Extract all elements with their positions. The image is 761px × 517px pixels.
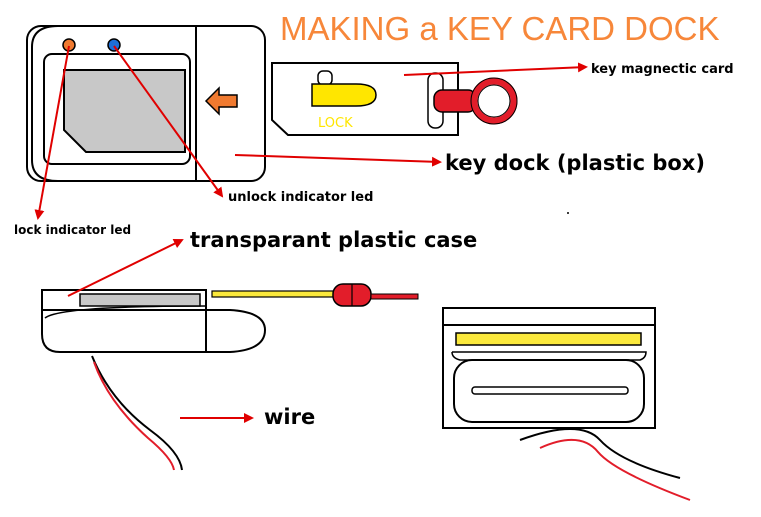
dock-side-view [41,283,419,471]
arrow-unlock-led [113,45,224,198]
key-fob-clip [433,89,477,113]
arrow-key-card [403,62,588,76]
arrow-plastic-case [67,239,184,297]
card-entry-slit [471,386,629,395]
key-dock-front-view [26,25,266,182]
inserted-card-panel [63,69,186,153]
label-lock-led: lock indicator led [14,223,132,237]
side-wire-black [91,355,183,471]
arrow-lock-led [34,45,70,220]
front-card-strip [455,332,642,346]
label-wire: wire [264,405,316,429]
insert-direction-arrow-icon [204,86,238,116]
label-key-dock: key dock (plastic box) [445,151,705,175]
label-plastic-case: transparant plastic case [190,228,478,252]
side-wire-red [93,361,175,471]
diagram-title: MAKING a KEY CARD DOCK [280,10,720,47]
front-wire-red [539,438,691,501]
side-key-card [211,290,353,298]
key-card-drawing [271,62,518,136]
front-wire-black [519,428,681,479]
label-key-card: key magnectic card [591,62,734,77]
padlock-label: LOCK [318,116,353,131]
padlock-icon [311,83,377,107]
label-unlock-led: unlock indicator led [228,190,374,205]
unlock-led-icon [107,38,121,52]
transparent-case-top [79,293,201,307]
key-ring-icon [470,77,518,125]
arrow-key-dock [234,154,442,167]
dock-front-slot-view [442,307,691,501]
